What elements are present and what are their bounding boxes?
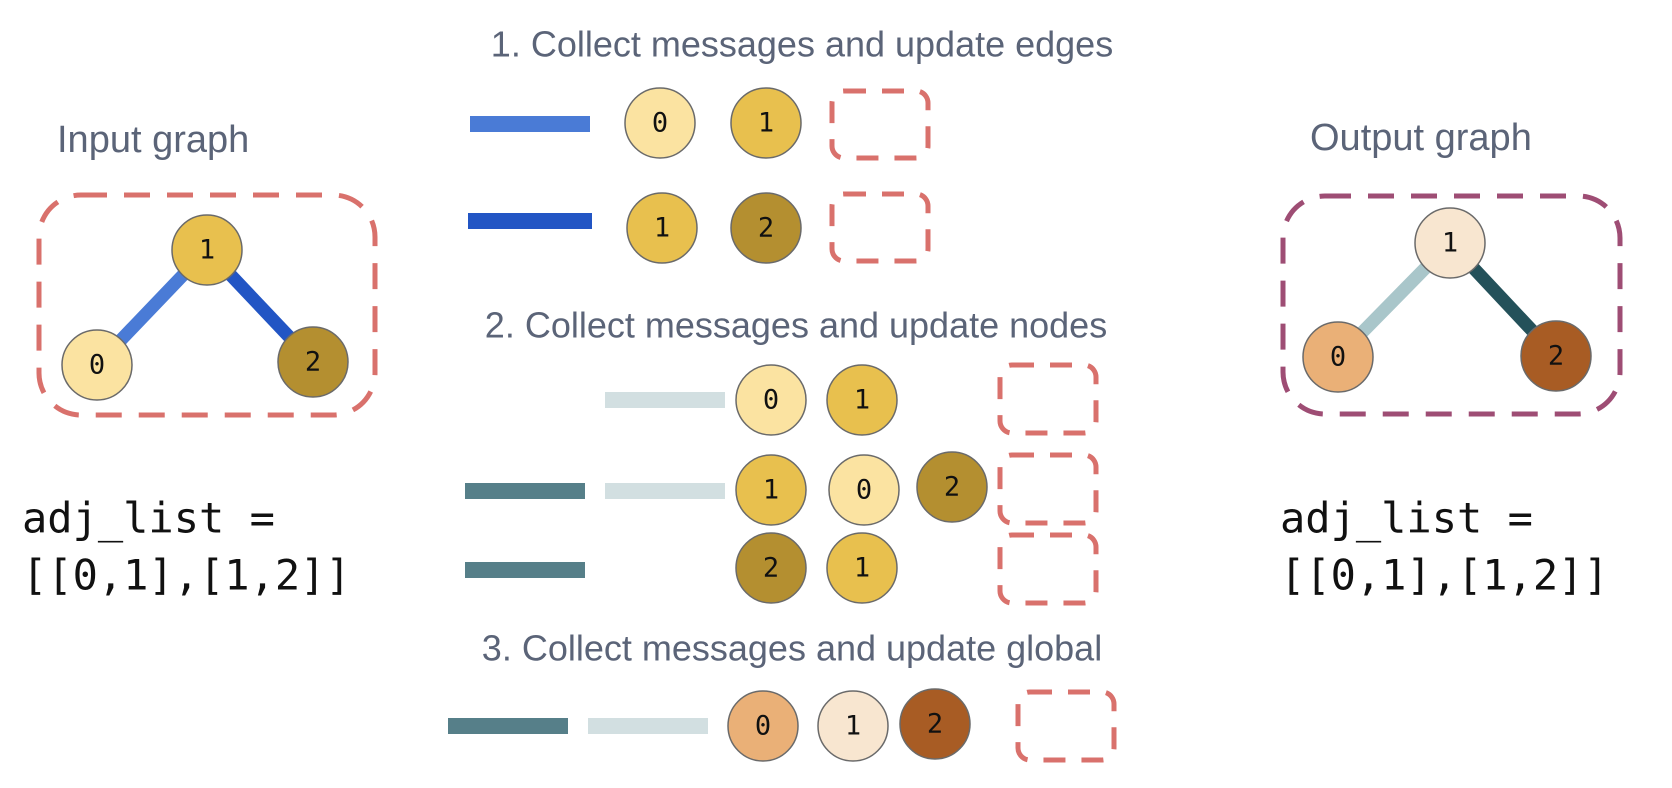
input-graph-title: Input graph <box>57 119 249 161</box>
step2-row3-node-b: 1 <box>826 532 898 604</box>
svg-text:1: 1 <box>758 108 774 139</box>
step3-edge-a <box>448 718 568 734</box>
output-node-1: 1 <box>1414 207 1486 279</box>
svg-text:2: 2 <box>758 213 774 244</box>
output-node-2: 2 <box>1520 320 1592 392</box>
step1-row2-node-a: 1 <box>626 192 698 264</box>
step2-row3-placeholder <box>997 532 1099 606</box>
step1-row1-placeholder <box>829 88 931 161</box>
step1-row2-node-b: 2 <box>730 192 802 264</box>
step1-row1-node-a: 0 <box>624 87 696 159</box>
step2-row1-node-b: 1 <box>826 364 898 436</box>
output-adj-list-line1: adj_list = <box>1280 494 1533 543</box>
input-adj-list-line1: adj_list = <box>22 494 275 543</box>
svg-text:1: 1 <box>854 385 870 416</box>
svg-text:2: 2 <box>944 472 960 503</box>
step2-row2-node-b: 0 <box>828 454 900 526</box>
step3-node-c: 2 <box>899 688 971 760</box>
input-graph: Input graph 1 0 2 adj_list = [[0,1],[1,2… <box>22 119 378 600</box>
input-node-2: 2 <box>277 326 349 398</box>
step1-title: 1. Collect messages and update edges <box>491 24 1113 65</box>
step3-placeholder <box>1015 689 1117 763</box>
step2-title: 2. Collect messages and update nodes <box>485 305 1107 346</box>
input-node-0: 0 <box>61 329 133 401</box>
svg-text:2: 2 <box>927 709 943 740</box>
svg-text:1: 1 <box>763 475 779 506</box>
step2-row2-placeholder <box>997 452 1099 526</box>
step1-row2-placeholder <box>829 191 931 264</box>
output-graph: Output graph 1 0 2 adj_list = [[0,1],[1,… <box>1280 117 1623 600</box>
step3-node-b: 1 <box>817 690 889 762</box>
step3-edge-b <box>588 718 708 734</box>
step1-row1-edge <box>470 116 590 132</box>
input-node-1: 1 <box>171 214 243 286</box>
step2-row1-placeholder <box>997 362 1099 436</box>
svg-text:0: 0 <box>763 385 779 416</box>
svg-text:2: 2 <box>763 553 779 584</box>
input-graph-box <box>36 192 378 418</box>
step3-title: 3. Collect messages and update global <box>482 628 1102 669</box>
step2-row3-edge-a <box>465 562 585 578</box>
step2-row3-node-a: 2 <box>735 532 807 604</box>
svg-text:2: 2 <box>305 347 321 378</box>
step2-row2-node-c: 2 <box>916 451 988 523</box>
step2-row2-edge-a <box>465 483 585 499</box>
svg-text:2: 2 <box>1548 341 1564 372</box>
svg-text:0: 0 <box>856 475 872 506</box>
svg-text:1: 1 <box>654 213 670 244</box>
svg-text:0: 0 <box>1330 342 1346 373</box>
svg-text:0: 0 <box>89 350 105 381</box>
svg-text:0: 0 <box>755 711 771 742</box>
output-adj-list-line2: [[0,1],[1,2]] <box>1280 551 1609 600</box>
svg-text:0: 0 <box>652 108 668 139</box>
step3-global-update: 3. Collect messages and update global 0 … <box>448 628 1117 763</box>
step2-row1-node-a: 0 <box>735 364 807 436</box>
input-adj-list-line2: [[0,1],[1,2]] <box>22 551 351 600</box>
step2-node-update: 2. Collect messages and update nodes 0 1… <box>465 305 1107 606</box>
step2-row2-edge-b <box>605 483 725 499</box>
step1-edge-update: 1. Collect messages and update edges 0 1… <box>468 24 1113 264</box>
svg-text:1: 1 <box>854 553 870 584</box>
svg-text:1: 1 <box>199 235 215 266</box>
step1-row2-edge <box>468 213 592 229</box>
step2-row2-node-a: 1 <box>735 454 807 526</box>
output-node-0: 0 <box>1302 321 1374 393</box>
step1-row1-node-b: 1 <box>730 87 802 159</box>
output-graph-box <box>1280 193 1623 417</box>
svg-text:1: 1 <box>1442 228 1458 259</box>
output-graph-title: Output graph <box>1310 117 1532 159</box>
svg-text:1: 1 <box>845 711 861 742</box>
step2-row1-edge-a <box>605 392 725 408</box>
step3-node-a: 0 <box>727 690 799 762</box>
